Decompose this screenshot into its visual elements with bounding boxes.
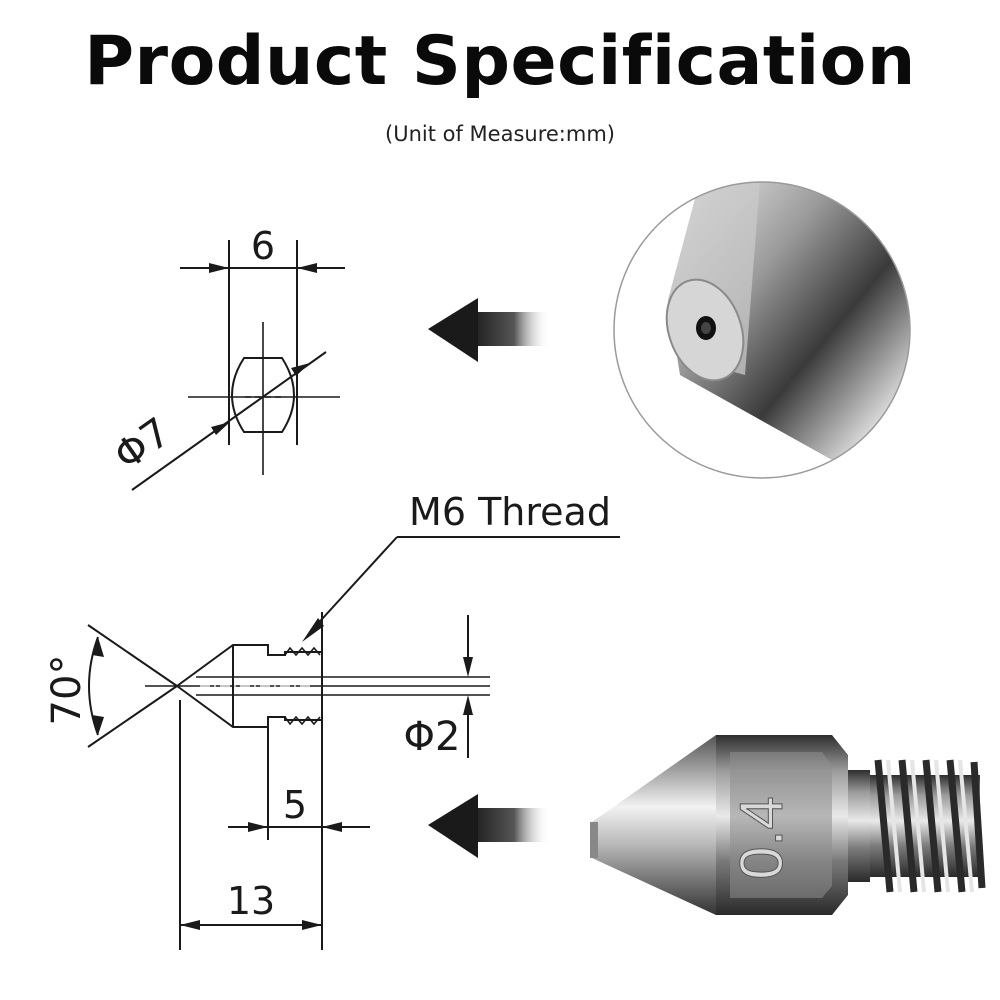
unit-subtitle: (Unit of Measure:mm) — [385, 122, 615, 146]
total-length-label: 13 — [227, 879, 275, 923]
bore-diameter-label: Φ2 — [404, 714, 461, 760]
side-view-drawing — [87, 536, 620, 950]
left-arrow-icon — [428, 794, 550, 858]
angle-label: 70° — [44, 655, 90, 726]
nozzle-size-marking: 0.4 — [728, 796, 795, 879]
thread-length-label: 5 — [283, 783, 307, 827]
left-arrow-icon — [428, 298, 550, 362]
nozzle-product-photo: 0.4 — [590, 735, 986, 915]
nozzle-tip-closeup — [613, 181, 911, 479]
page-title: Product Specification — [84, 22, 916, 101]
top-view-drawing — [131, 240, 345, 491]
diameter-dimension-label: Φ7 — [106, 409, 179, 479]
width-dimension-label: 6 — [251, 224, 275, 268]
thread-label: M6 Thread — [409, 490, 611, 534]
